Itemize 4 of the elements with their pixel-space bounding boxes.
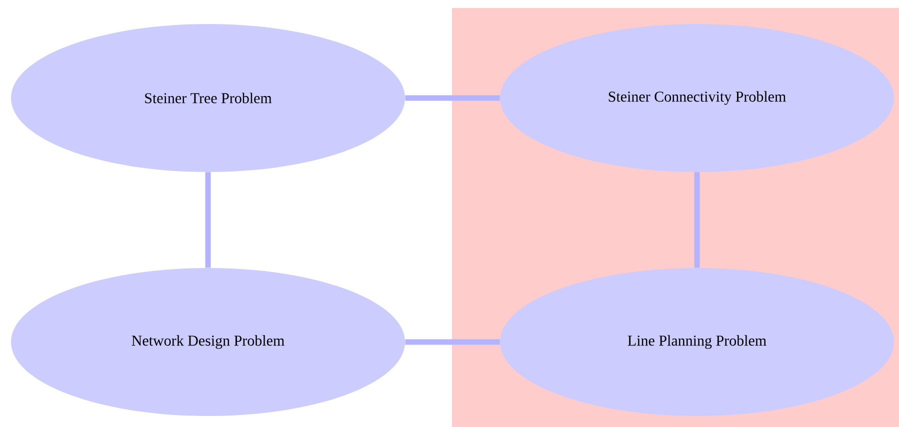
connector-line <box>694 172 700 268</box>
connector-line <box>205 172 211 268</box>
connector-line <box>405 95 500 101</box>
connector-line <box>405 339 500 345</box>
